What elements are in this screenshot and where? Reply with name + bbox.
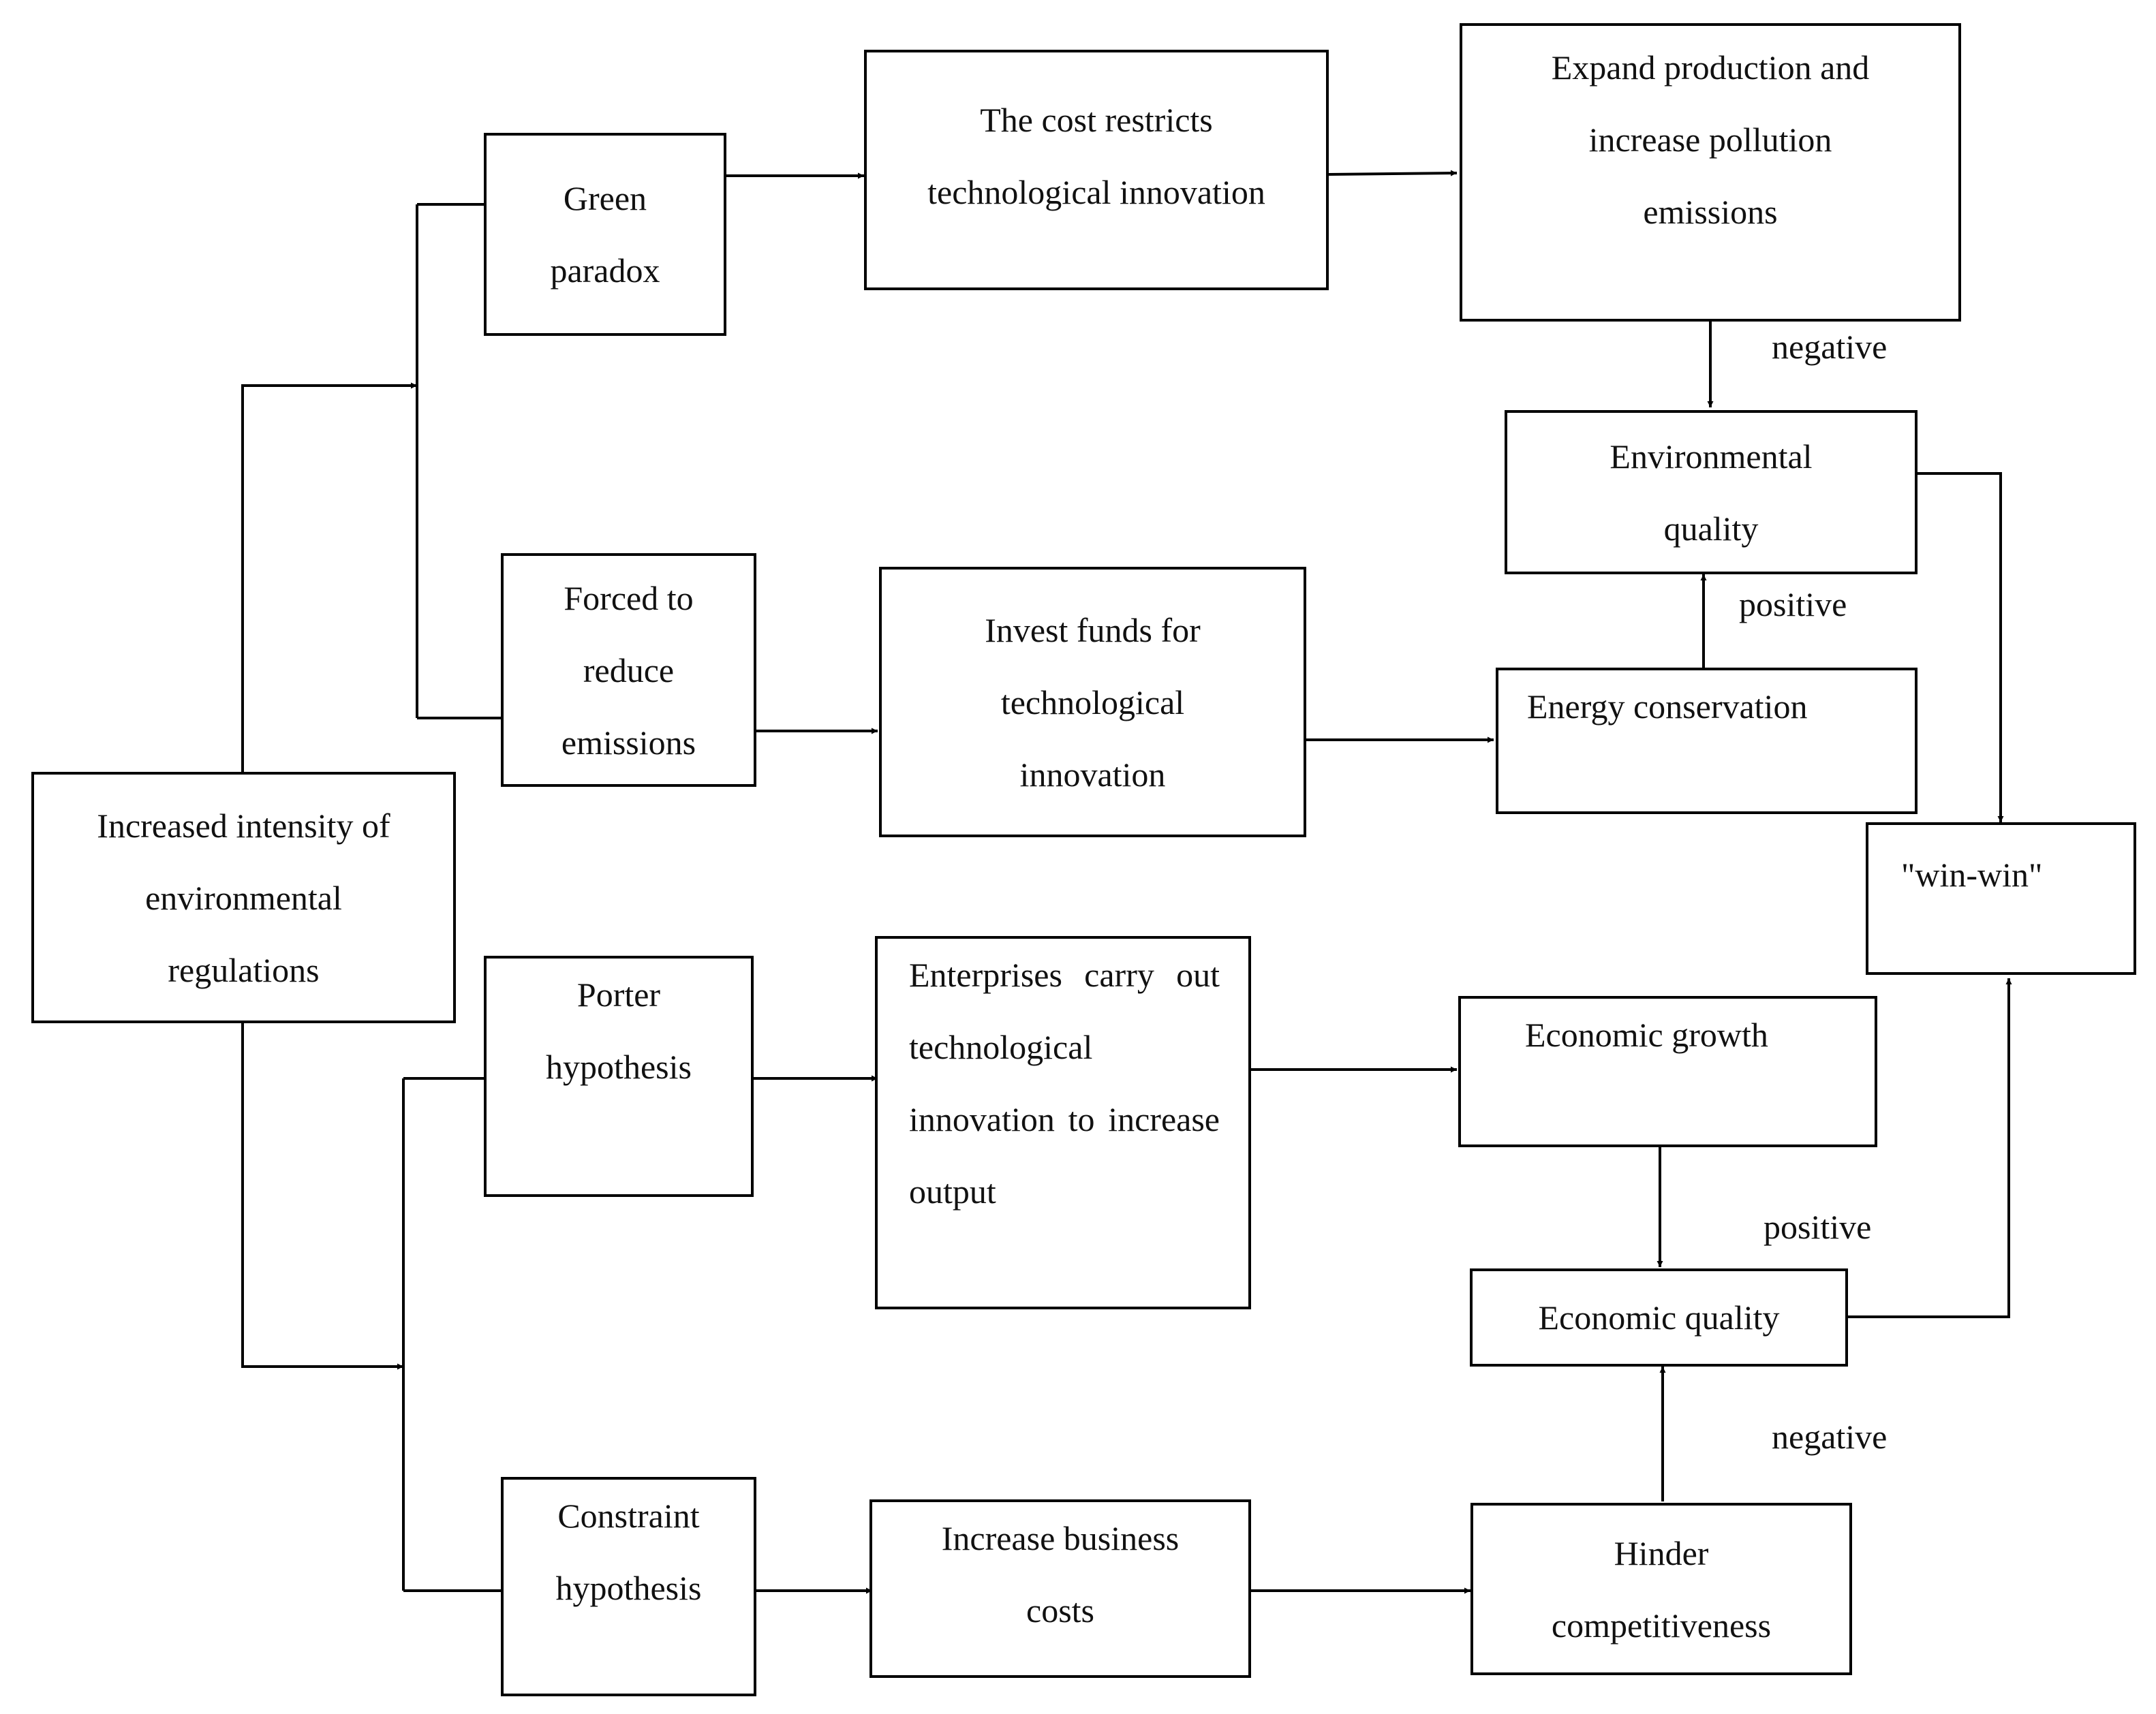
node-forced-reduce: Forced to reduce emissions bbox=[501, 553, 756, 787]
node-economic-growth-label: Economic growth bbox=[1525, 1016, 1768, 1054]
node-forced-reduce-label: Forced to reduce emissions bbox=[561, 578, 696, 762]
node-invest-funds-label: Invest funds for technological innovatio… bbox=[985, 610, 1201, 794]
node-porter-label: Porter hypothesis bbox=[546, 976, 692, 1086]
node-win-win: "win-win" bbox=[1866, 822, 2136, 975]
node-cost-restricts-label: The cost restricts technological innovat… bbox=[927, 101, 1265, 211]
node-energy-conservation-label: Energy conservation bbox=[1527, 687, 1808, 726]
node-porter: Porter hypothesis bbox=[484, 956, 754, 1197]
arrow-env-to-winwin bbox=[1916, 472, 2004, 822]
node-constraint: Constraint hypothesis bbox=[501, 1477, 756, 1696]
node-expand-production-label: Expand production and increase pollution… bbox=[1551, 48, 1870, 231]
node-energy-conservation: Energy conservation bbox=[1496, 668, 1918, 814]
node-economic-quality: Economic quality bbox=[1470, 1268, 1848, 1367]
node-increase-costs-label: Increase business costs bbox=[941, 1519, 1180, 1630]
node-regulation-label: Increased intensity of environmental reg… bbox=[97, 806, 390, 989]
node-increase-costs: Increase business costs bbox=[869, 1499, 1251, 1678]
node-constraint-label: Constraint hypothesis bbox=[555, 1497, 702, 1607]
arrow-regulation-to-upper-branch bbox=[241, 382, 417, 772]
edge-label-hinder-to-econ: negative bbox=[1772, 1418, 1888, 1456]
node-green-paradox: Green paradox bbox=[484, 133, 726, 336]
edge-label-expand-to-env: negative bbox=[1772, 328, 1888, 366]
node-enterprises-label: Enterprises carry out technological inno… bbox=[909, 956, 1220, 1211]
node-green-paradox-label: Green paradox bbox=[550, 179, 660, 290]
node-cost-restricts: The cost restricts technological innovat… bbox=[864, 50, 1329, 290]
edge-label-energy-to-env: positive bbox=[1739, 585, 1847, 623]
edge-label-growth-to-econ: positive bbox=[1764, 1208, 1872, 1246]
node-win-win-label: "win-win" bbox=[1901, 856, 2043, 894]
node-environmental-quality-label: Environmental quality bbox=[1610, 437, 1813, 548]
node-economic-growth: Economic growth bbox=[1458, 996, 1877, 1147]
node-regulation: Increased intensity of environmental reg… bbox=[31, 772, 456, 1023]
arrow-econ-to-winwin bbox=[1848, 978, 2012, 1318]
node-economic-quality-label: Economic quality bbox=[1538, 1298, 1780, 1337]
node-hinder-label: Hinder competitiveness bbox=[1551, 1533, 1772, 1645]
node-hinder: Hinder competitiveness bbox=[1470, 1503, 1852, 1675]
node-environmental-quality: Environmental quality bbox=[1505, 410, 1918, 574]
arrow-cost-to-expand bbox=[1328, 170, 1458, 176]
arrow-regulation-to-lower-branch bbox=[241, 1023, 403, 1370]
node-invest-funds: Invest funds for technological innovatio… bbox=[879, 567, 1306, 837]
node-expand-production: Expand production and increase pollution… bbox=[1460, 23, 1961, 322]
node-enterprises: Enterprises carry out technological inno… bbox=[875, 936, 1251, 1309]
